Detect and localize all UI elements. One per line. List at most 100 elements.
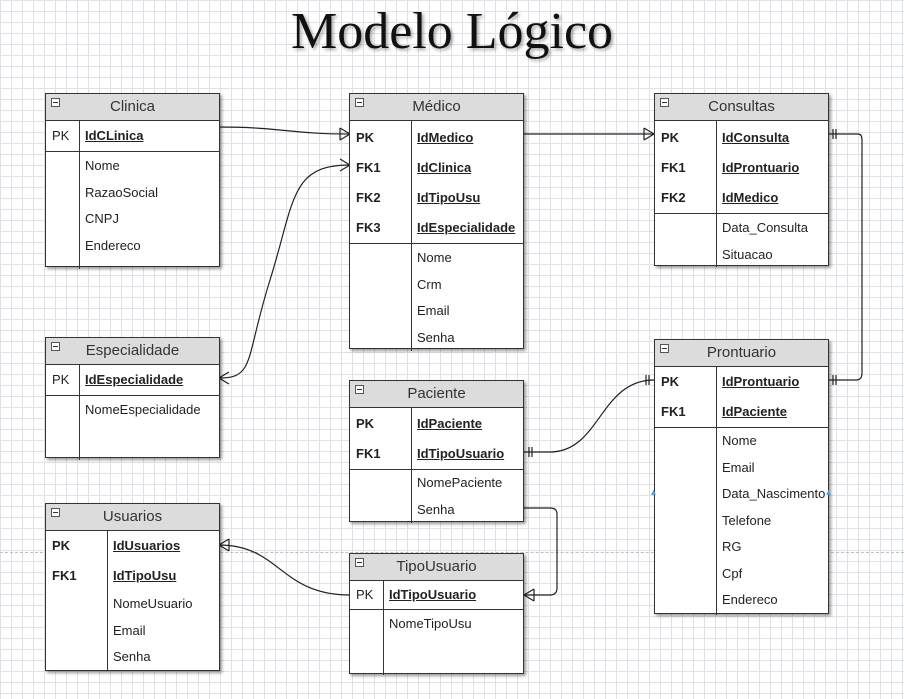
key-row[interactable]: FK1 IdProntuario [655,153,828,183]
field-name: IdPaciente [722,404,788,419]
attribute-row[interactable]: Endereco [655,587,828,614]
attribute-row[interactable]: Cpf [655,561,828,588]
attribute-name: RG [722,539,742,554]
entity-tipousuario[interactable]: TipoUsuario PK IdTipoUsuario NomeTipoUsu [349,553,524,675]
attribute-row[interactable]: NomeEspecialidade [46,397,219,424]
field-name: IdPaciente [417,416,483,431]
link-usuarios-tipousuario [218,544,351,596]
attribute-row[interactable]: NomeUsuario [46,591,219,618]
attribute-name: Telefone [722,512,772,528]
key-row[interactable]: PK IdProntuario [655,367,828,397]
minus-box-icon[interactable] [660,344,669,353]
attribute-row[interactable]: Email [350,298,523,325]
attribute-row[interactable]: Nome [46,153,219,180]
attribute-section: Nome RazaoSocial CNPJ Endereco [46,152,219,269]
key-row[interactable]: FK1 IdClinica [350,153,523,183]
key-type: FK1 [661,160,686,175]
key-section: PK IdProntuario FK1 IdPaciente [655,367,828,428]
attribute-row[interactable]: Nome [655,428,828,455]
attribute-row[interactable]: Email [46,618,219,645]
key-row[interactable]: PK IdMedico [350,123,523,153]
entity-clinica[interactable]: Clinica PK IdCLinica Nome RazaoSocial CN… [45,93,220,269]
page-break-line [0,552,904,553]
entity-name: Clinica [109,98,155,115]
entity-header: Clinica [46,94,219,121]
attribute-name: Cpf [722,565,743,581]
key-row[interactable]: PK IdEspecialidade [46,365,219,395]
attribute-row[interactable]: RazaoSocial [46,180,219,207]
attribute-name: Nome [85,158,120,173]
entity-header: Especialidade [46,338,219,365]
entity-especialidade[interactable]: Especialidade PK IdEspecialidade NomeEsp… [45,337,220,460]
attribute-row[interactable]: Situacao [655,242,828,269]
key-type: PK [356,130,375,145]
entity-name: Médico [412,98,461,115]
key-row[interactable]: FK1 IdPaciente [655,397,828,427]
key-type: FK3 [356,220,381,235]
key-row[interactable]: FK1 IdTipoUsu [46,561,219,591]
attribute-row[interactable]: Data_Consulta [655,215,828,242]
entity-paciente[interactable]: Paciente PK IdPaciente FK1 IdTipoUsuario… [349,380,524,523]
connection-point-icon[interactable]: ▴ [651,487,657,498]
key-type: PK [661,374,680,389]
minus-box-icon[interactable] [51,342,60,351]
entity-header: Consultas [655,94,828,121]
attribute-name: Email [722,459,755,475]
key-row[interactable]: PK IdUsuarios [46,531,219,561]
connection-point-icon[interactable]: ▴ [826,487,832,498]
entity-usuarios[interactable]: Usuarios PK IdUsuarios FK1 IdTipoUsu Nom… [45,503,220,671]
key-row[interactable]: PK IdPaciente [350,409,523,439]
attribute-section: Nome Email Data_Nascimento Telefone RG C… [655,428,828,615]
attribute-row[interactable]: Crm [350,272,523,299]
minus-box-icon[interactable] [355,98,364,107]
attribute-name: Email [113,622,146,638]
minus-box-icon[interactable] [660,98,669,107]
entity-prontuario[interactable]: Prontuario PK IdProntuario FK1 IdPacient… [654,339,829,615]
minus-box-icon[interactable] [51,508,60,517]
attribute-name: RazaoSocial [85,184,158,200]
bar-prontuario-paciente [645,375,650,385]
attribute-section: Nome Crm Email Senha [350,244,523,351]
attribute-section: NomePaciente Senha [350,470,523,523]
key-row[interactable]: FK1 IdTipoUsuario [350,439,523,469]
entity-name: Especialidade [85,342,180,359]
entity-consultas[interactable]: Consultas PK IdConsulta FK1 IdProntuario… [654,93,829,269]
minus-box-icon[interactable] [51,98,60,107]
link-paciente-prontuario [524,379,655,453]
key-row[interactable]: PK IdTipoUsuario [350,581,523,609]
attribute-row[interactable]: Data_Nascimento [655,481,828,508]
attribute-row[interactable]: Senha [46,644,219,671]
key-row[interactable]: PK IdConsulta [655,123,828,153]
key-section: PK IdCLinica [46,121,219,152]
entity-medico[interactable]: Médico PK IdMedico FK1 IdClinica FK2 IdT… [349,93,524,351]
field-name: IdEspecialidade [85,372,184,387]
key-row[interactable]: PK IdCLinica [46,121,219,151]
entity-name: Consultas [708,98,775,115]
minus-box-icon[interactable] [355,558,364,567]
key-row[interactable]: FK2 IdMedico [655,183,828,213]
attribute-row[interactable]: NomeTipoUsu [350,611,523,638]
attribute-row[interactable]: CNPJ [46,206,219,233]
attribute-name: Email [417,303,450,318]
attribute-row[interactable]: Nome [350,245,523,272]
attribute-row[interactable]: NomePaciente [350,470,523,497]
field-name: IdEspecialidade [417,220,516,235]
attribute-row[interactable]: Senha [350,497,523,524]
entity-name: TipoUsuario [396,558,477,575]
attribute-row[interactable]: Email [655,455,828,482]
key-row[interactable]: FK2 IdTipoUsu [350,183,523,213]
entity-header: Paciente [350,381,523,408]
field-name: IdProntuario [722,160,800,175]
attribute-row[interactable]: Telefone [655,508,828,535]
link-consultas-prontuario [828,133,863,381]
attribute-row[interactable]: Senha [350,325,523,352]
field-name: IdTipoUsuario [389,587,477,602]
attribute-row[interactable]: RG [655,534,828,561]
key-section: PK IdMedico FK1 IdClinica FK2 IdTipoUsu … [350,121,523,244]
minus-box-icon[interactable] [355,385,364,394]
attribute-row[interactable]: Endereco [46,233,219,260]
key-row[interactable]: FK3 IdEspecialidade [350,213,523,243]
key-section: PK IdTipoUsuario [350,581,523,610]
attribute-name: Senha [417,501,455,517]
